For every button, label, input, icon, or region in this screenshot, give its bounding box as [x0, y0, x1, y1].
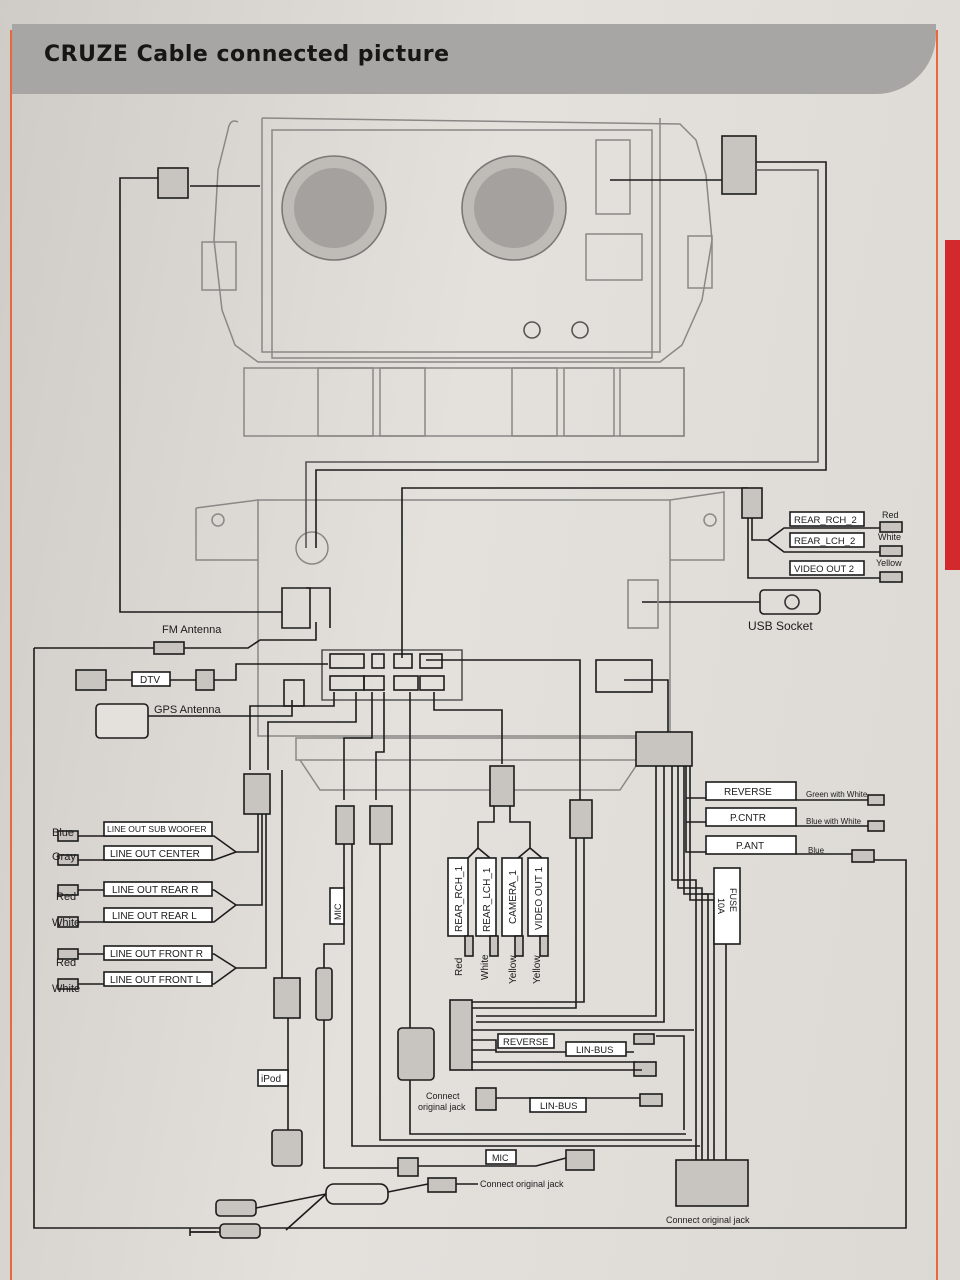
usb-lead — [627, 579, 821, 629]
connect-original-jack-line2: original jack — [418, 1102, 466, 1112]
speaker-left — [281, 155, 387, 261]
video-out-1-label: VIDEO OUT 1 — [534, 866, 545, 930]
reverse-harness-label: REVERSE — [503, 1037, 548, 1048]
page-border — [10, 30, 938, 1280]
harness-wires — [249, 659, 693, 800]
ipod-lead — [257, 770, 303, 1167]
knob-left — [523, 321, 541, 339]
line-out-center-label: LINE OUT CENTER — [110, 849, 200, 860]
fm-connector — [157, 167, 189, 199]
rear-r-color: Red — [56, 891, 76, 903]
bottom-extension — [189, 1177, 478, 1239]
rear-lch-1-color: White — [480, 954, 491, 980]
page-title: CRUZE Cable connected picture — [44, 42, 450, 67]
fm-antenna-label: FM Antenna — [162, 624, 222, 636]
mic-lead-label: MIC — [333, 903, 343, 920]
rear-rch-1-label: REAR_RCH_1 — [454, 865, 465, 932]
p-ant-label: P.ANT — [736, 841, 764, 852]
header-band — [12, 24, 936, 94]
connect-original-jack-line1: Connect — [426, 1091, 460, 1101]
camera-1-label: CAMERA_1 — [508, 870, 519, 924]
front-l-color: White — [52, 983, 80, 995]
knob-right — [571, 321, 589, 339]
rear-rch-1-color: Red — [454, 958, 465, 976]
rear-lch-2-color: White — [878, 532, 901, 542]
dtv-lead — [75, 663, 328, 691]
dtv-label: DTV — [140, 675, 160, 686]
line-out-rear-l-label: LINE OUT REAR L — [112, 911, 197, 922]
side-tab — [945, 240, 960, 570]
left-audio-outputs — [57, 773, 271, 990]
wire-top-right — [305, 135, 827, 548]
rca-group-1 — [447, 765, 549, 957]
connect-original-jack-bottom-label: Connect original jack — [666, 1215, 750, 1225]
reverse-label: REVERSE — [724, 787, 772, 798]
rear-outputs-2 — [401, 487, 903, 658]
rear-rch-2-color: Red — [882, 510, 899, 520]
line-out-front-r-label: LINE OUT FRONT R — [110, 949, 203, 960]
wire-fm-antenna — [119, 177, 331, 629]
video-out-1-color: Yellow — [532, 955, 543, 984]
line-out-rear-r-label: LINE OUT REAR R — [112, 885, 199, 896]
fm-antenna-lead — [33, 622, 907, 1229]
trigger-leads — [705, 781, 885, 863]
video-out-2-label: VIDEO OUT 2 — [794, 564, 854, 575]
front-r-color: Red — [56, 957, 76, 969]
center-color: Gray — [52, 851, 76, 863]
gps-antenna — [95, 700, 293, 739]
sub-woofer-color: Blue — [52, 827, 74, 839]
lin-bus-label-2: LIN-BUS — [540, 1101, 577, 1112]
lower-harness — [351, 752, 749, 1207]
line-out-front-l-label: LINE OUT FRONT L — [110, 975, 202, 986]
p-cntr-color: Blue with White — [806, 817, 862, 826]
camera-1-color: Yellow — [508, 955, 519, 984]
rear-rch-2-label: REAR_RCH_2 — [794, 515, 857, 526]
fuse-label: FUSE — [728, 888, 738, 912]
line-out-sub-woofer-label: LINE OUT SUB WOOFER — [107, 824, 207, 834]
gps-antenna-label: GPS Antenna — [154, 704, 222, 716]
speaker-right — [461, 155, 567, 261]
mic-lead — [315, 805, 595, 1177]
p-ant-color: Blue — [808, 846, 825, 855]
video-out-2-color: Yellow — [876, 558, 902, 568]
reverse-color: Green with White — [806, 790, 868, 799]
mic-plug-label: MIC — [492, 1153, 509, 1163]
rear-lch-1-label: REAR_LCH_1 — [482, 867, 493, 932]
rear-lch-2-label: REAR_LCH_2 — [794, 536, 855, 547]
connect-original-jack-ext-label: Connect original jack — [480, 1179, 564, 1189]
head-unit — [201, 117, 713, 437]
p-cntr-label: P.CNTR — [730, 813, 766, 824]
main-connector-block — [283, 649, 653, 707]
usb-socket-label: USB Socket — [748, 619, 813, 633]
fuse-rating-label: 10A — [716, 898, 726, 914]
ipod-label: iPod — [261, 1074, 281, 1085]
rear-l-color: White — [52, 917, 80, 929]
lin-bus-label-1: LIN-BUS — [576, 1045, 613, 1056]
